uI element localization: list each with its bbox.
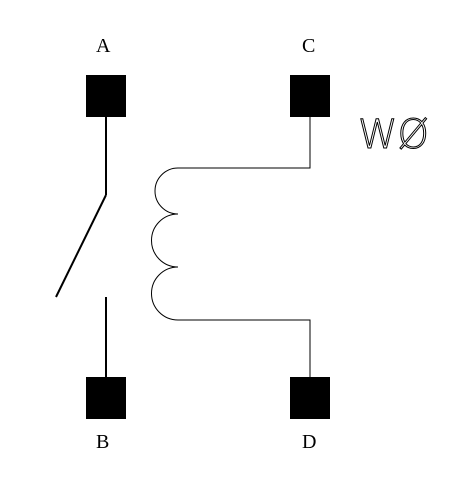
terminal-pad-d — [290, 377, 330, 419]
terminal-label-a: A — [96, 35, 111, 57]
terminal-label-c: C — [302, 35, 315, 57]
component-label: WØ — [358, 112, 429, 158]
coil-lead-d — [178, 319, 311, 377]
terminal-pad-c — [290, 75, 330, 117]
coil-winding — [151, 167, 179, 321]
switch-blade — [55, 194, 107, 298]
terminal-label-d: D — [302, 431, 316, 453]
terminal-pad-a — [86, 75, 126, 117]
terminal-pad-b — [86, 377, 126, 419]
coil-lead-c — [178, 117, 311, 169]
terminal-label-b: B — [96, 431, 109, 453]
